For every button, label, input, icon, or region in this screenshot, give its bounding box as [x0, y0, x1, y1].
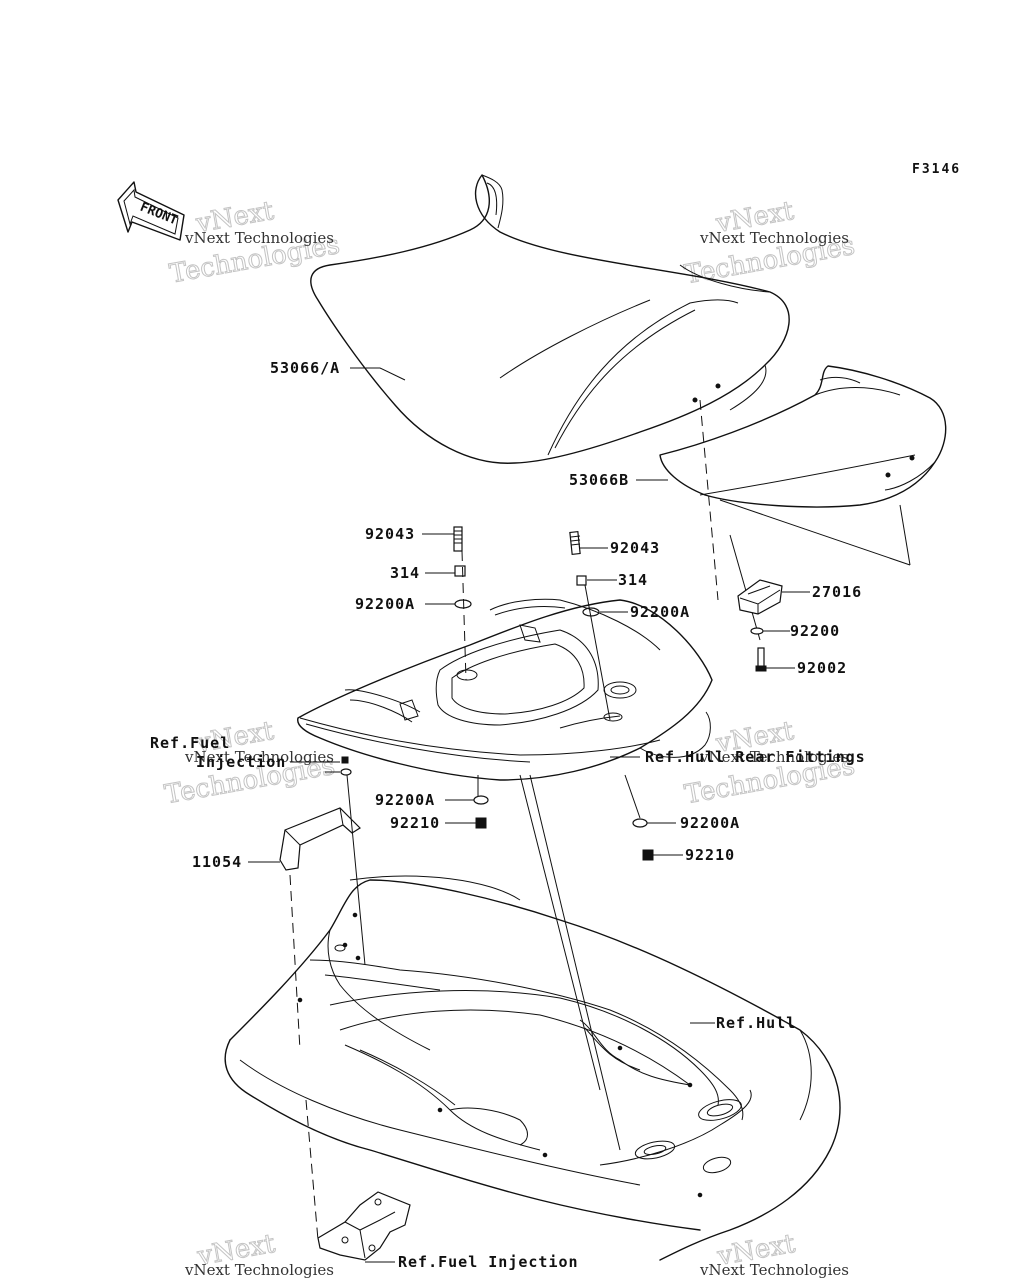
rear-seat-53066b: [659, 365, 947, 508]
bolt-92043-right: [569, 530, 581, 556]
washer-92200a-left: [454, 599, 472, 609]
seat-base-tray: [297, 598, 713, 781]
dashed-bracket: [289, 874, 301, 1051]
bolt-92043-left: [453, 526, 463, 552]
leader-53066a: [350, 367, 406, 381]
label-92043-right: 92043: [610, 539, 660, 557]
dashed-hw-left: [461, 550, 467, 681]
label-314-right: 314: [618, 571, 648, 589]
front-arrow-label: FRONT: [138, 200, 180, 229]
nut-92210-left: [475, 817, 487, 829]
washer-92200a-lower-left: [473, 795, 489, 805]
front-arrow-icon: FRONT: [117, 181, 185, 241]
label-92200: 92200: [790, 622, 840, 640]
label-92210-left: 92210: [390, 814, 440, 832]
nut-314-left: [454, 565, 466, 577]
label-314-left: 314: [390, 564, 420, 582]
bolt-92002: [755, 647, 767, 672]
dashed-line-1: [699, 399, 719, 601]
label-53066a: 53066/A: [270, 359, 340, 377]
label-92200a-lower-right: 92200A: [680, 814, 740, 832]
label-ref-hull: Ref.Hull: [716, 1014, 796, 1032]
label-ref-fuel-bottom: Ref.Fuel Injection: [398, 1253, 579, 1271]
label-92043-left: 92043: [365, 525, 415, 543]
line-lower-right-1: [624, 774, 641, 819]
proj-line-2: [899, 504, 911, 566]
nut-92210-right: [642, 849, 654, 861]
hull: [224, 875, 841, 1261]
label-27016: 27016: [812, 583, 862, 601]
watermark-small-1: vNext Technologies: [184, 229, 334, 247]
small-screw-icon: [341, 756, 349, 764]
bracket-11054: [279, 807, 361, 871]
label-11054: 11054: [192, 853, 242, 871]
label-ref-fuel-line2: Injection: [196, 753, 286, 771]
proj-long-1: [519, 774, 601, 1091]
bracket-27016: [737, 579, 783, 615]
label-92002: 92002: [797, 659, 847, 677]
proj-line-1: [719, 499, 911, 566]
watermark-small-5: vNext Technologies: [184, 1261, 334, 1279]
label-92210-right: 92210: [685, 846, 735, 864]
label-92200a-lower-left: 92200A: [375, 791, 435, 809]
line-hw-right: [584, 584, 611, 721]
label-ref-fuel-line1: Ref.Fuel: [150, 734, 230, 752]
watermark-small-6: vNext Technologies: [699, 1261, 849, 1279]
label-92200a-left: 92200A: [355, 595, 415, 613]
proj-long-2: [529, 774, 621, 1151]
line-bracket-1: [346, 774, 366, 966]
dashed-bottom: [305, 1099, 319, 1241]
label-ref-hull-rear-fittings: Ref.Hull Rear Fittings: [645, 748, 866, 766]
washer-92200a-lower-right: [632, 818, 648, 828]
watermark-small-4: vNext Technologies: [699, 748, 849, 766]
front-seat-53066a: [310, 174, 790, 464]
small-washer-icon: [340, 768, 352, 776]
proj-line-3: [729, 534, 761, 641]
watermark-group: vNext Technologies vNext Technologies vN…: [162, 195, 858, 1279]
label-53066b: 53066B: [569, 471, 629, 489]
figure-id: F3146: [912, 162, 961, 177]
nut-314-right: [576, 575, 587, 586]
fuel-injection-bracket: [317, 1191, 411, 1261]
washer-92200: [750, 627, 764, 635]
watermark-small-2: vNext Technologies: [699, 229, 849, 247]
